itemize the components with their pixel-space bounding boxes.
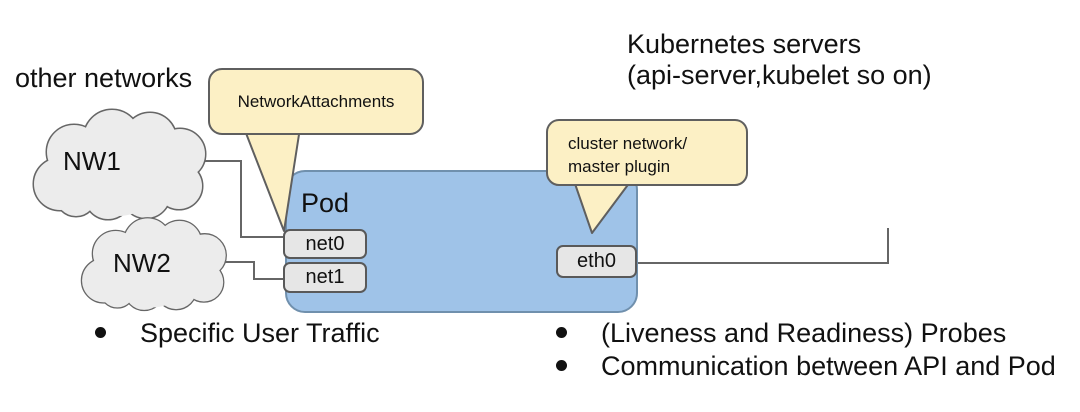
bullet-communication-api-pod: Communication between API and Pod [556,351,1056,382]
bullet-liveness-readiness-probes-text: (Liveness and Readiness) Probes [601,318,1007,348]
net0-interface-chip: net0 [283,229,367,259]
bullet-specific-user-traffic: Specific User Traffic [95,318,380,349]
cloud-nw2-label: NW2 [113,248,171,278]
net1-interface-chip: net1 [283,262,367,293]
nw1-to-net0-connector [196,160,284,238]
network-attachments-callout-text: NetworkAttachments [237,91,395,111]
eth0-interface-chip: eth0 [556,245,637,278]
eth0-to-servers-connector [637,228,889,264]
bullet-liveness-readiness-probes: (Liveness and Readiness) Probes [556,318,1006,349]
cluster-network-callout-line1: cluster network/ [568,134,688,153]
kubernetes-servers-line1: Kubernetes servers [627,29,862,59]
nw2-to-net1-connector [222,261,284,280]
bullet-dot-icon [95,327,106,338]
kubernetes-servers-line2: (api-server,kubelet so on) [627,60,932,90]
cloud-nw1-label: NW1 [63,146,121,176]
bullet-dot-icon [556,327,567,338]
cluster-network-callout-line2: master plugin [568,157,671,176]
bullet-specific-user-traffic-text: Specific User Traffic [140,318,380,348]
pod-label: Pod [301,188,350,218]
bullet-communication-api-pod-text: Communication between API and Pod [601,351,1056,381]
kubernetes-servers-label: Kubernetes servers (api-server,kubelet s… [627,29,932,91]
network-attachments-callout: NetworkAttachments [208,68,424,135]
bullet-dot-icon [556,360,567,371]
other-networks-label: other networks [15,63,193,93]
cluster-network-callout: cluster network/ master plugin [546,119,748,186]
